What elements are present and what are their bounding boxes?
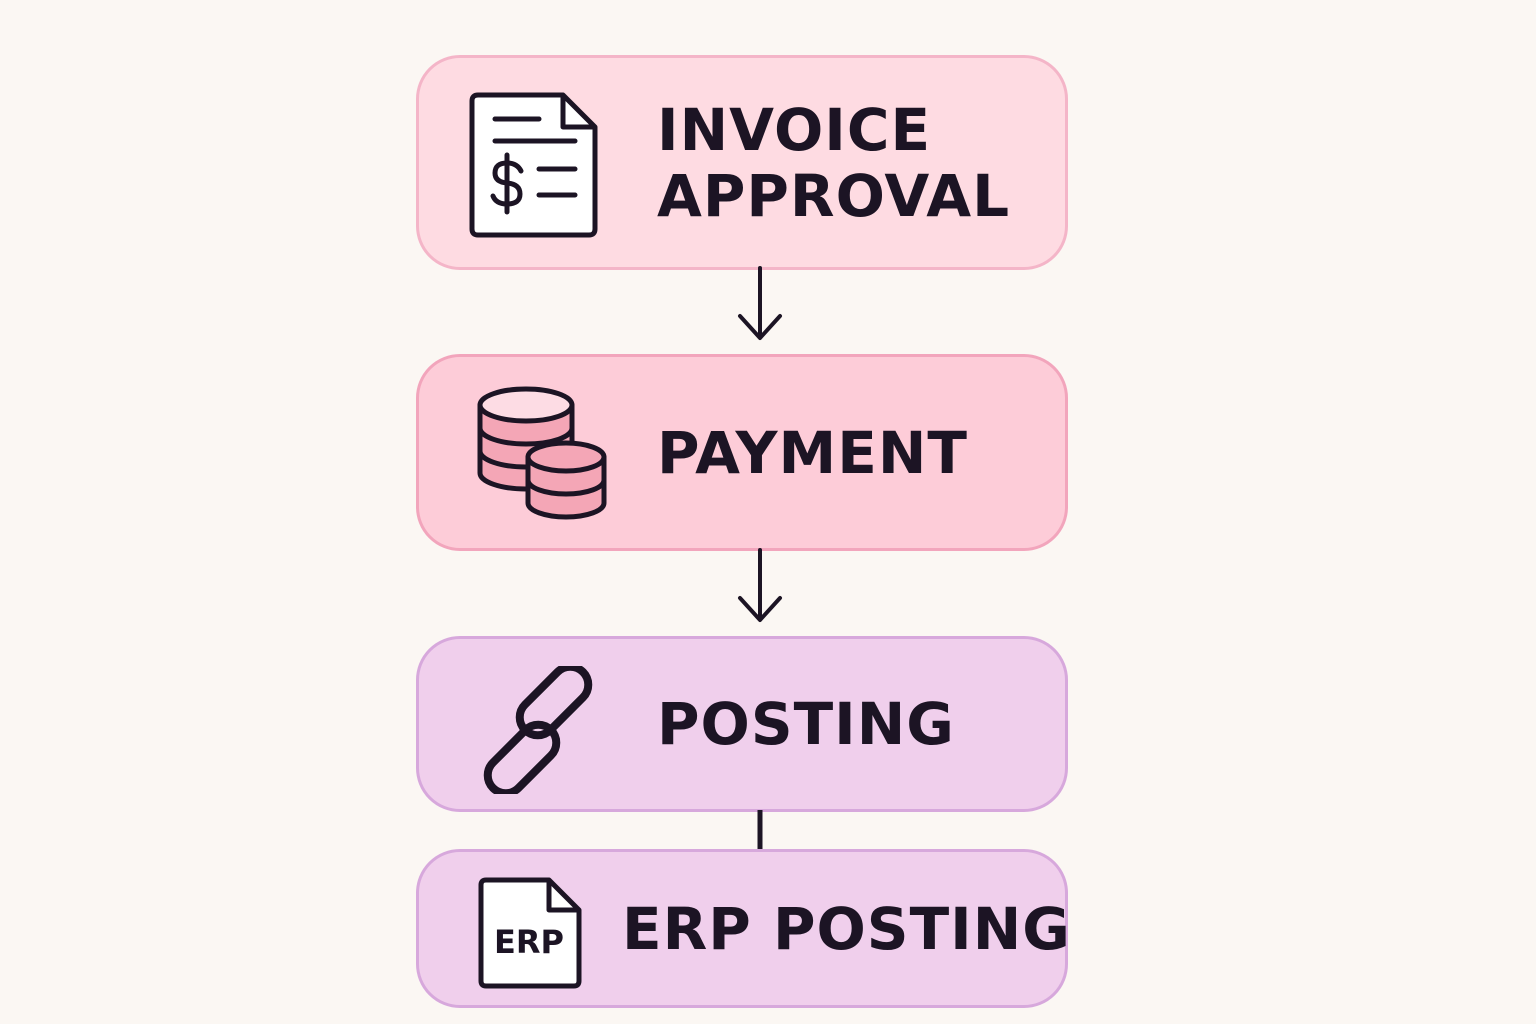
connector-arrow-2 <box>738 548 782 622</box>
label-line: ERP POSTING <box>622 894 1071 963</box>
erp-document-icon: ERP <box>478 877 582 989</box>
step-label: INVOICE APPROVAL <box>657 97 1010 229</box>
erp-icon-text: ERP <box>494 923 564 961</box>
step-invoice-approval: INVOICE APPROVAL <box>416 55 1068 270</box>
step-label: POSTING <box>657 691 955 757</box>
step-label: ERP POSTING <box>622 896 1071 962</box>
link-icon <box>483 666 593 794</box>
label-line: PAYMENT <box>657 418 968 487</box>
step-payment: PAYMENT <box>416 354 1068 551</box>
label-line: INVOICE <box>657 95 932 164</box>
connector-line-3 <box>757 810 763 850</box>
step-posting: POSTING <box>416 636 1068 812</box>
label-line: APPROVAL <box>657 161 1011 230</box>
step-erp-posting: ERP ERP POSTING <box>416 849 1071 1008</box>
connector-arrow-1 <box>738 266 782 340</box>
step-label: PAYMENT <box>657 420 968 486</box>
label-line: POSTING <box>657 690 955 758</box>
coins-icon <box>477 386 607 520</box>
invoice-icon <box>469 92 598 238</box>
